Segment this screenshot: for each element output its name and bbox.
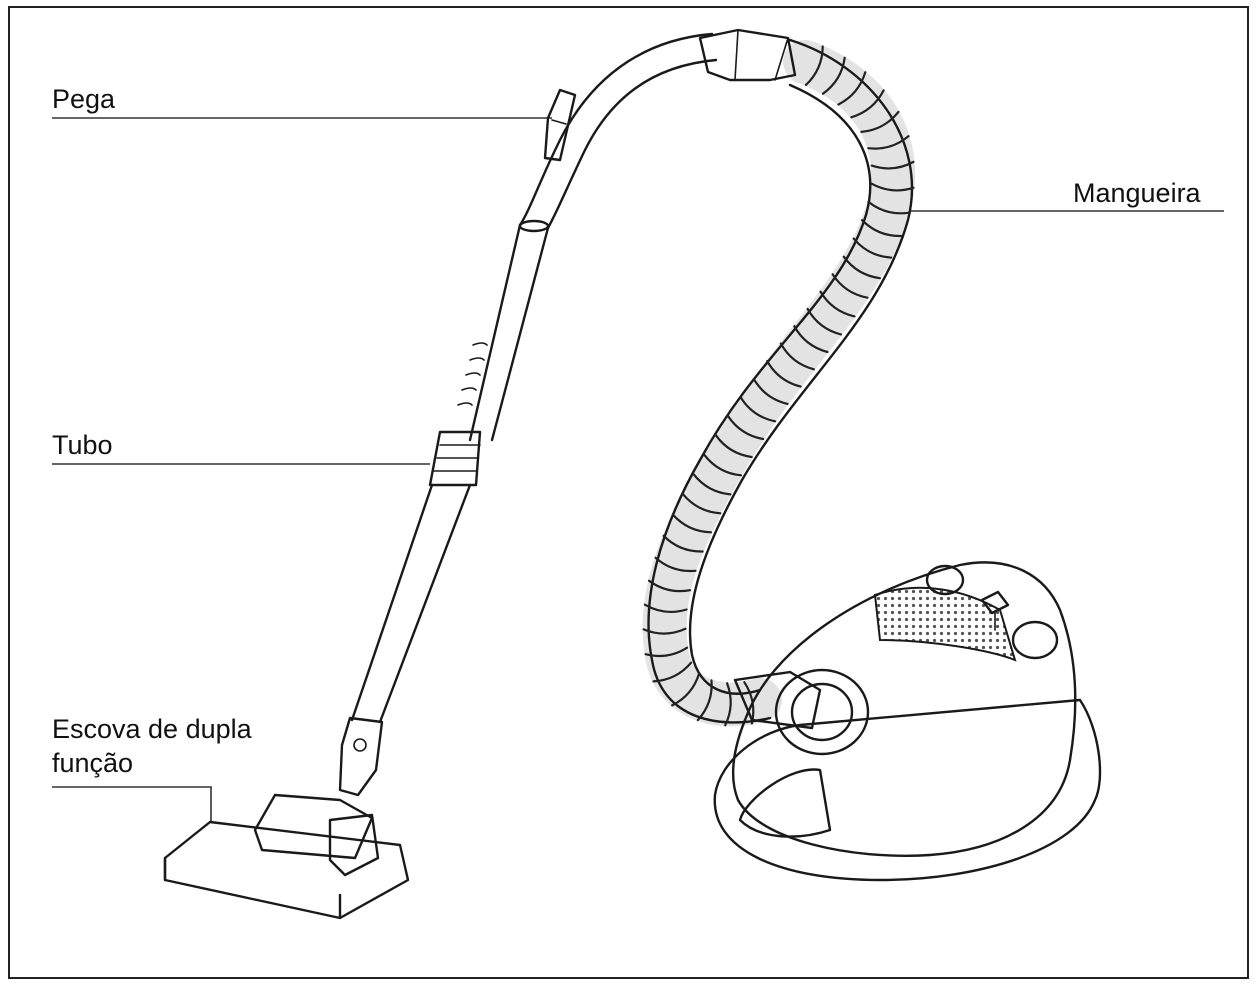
hose-rib xyxy=(652,661,693,683)
hose-rib xyxy=(671,513,713,534)
hose-rib xyxy=(819,290,856,318)
hose-rib xyxy=(662,534,704,553)
label-brush-line1: Escova de dupla xyxy=(52,714,252,744)
hose-rib xyxy=(842,255,881,280)
hose-rib xyxy=(643,603,688,614)
hose-rib xyxy=(681,493,722,515)
hose-rib xyxy=(654,556,697,573)
hose-rib xyxy=(867,135,910,150)
hose-rib xyxy=(726,414,765,441)
label-leaders xyxy=(52,117,1224,822)
hose-rib xyxy=(648,579,692,593)
wand-drawing xyxy=(338,28,797,797)
label-handle: Pega xyxy=(52,84,116,114)
hose-rib xyxy=(867,200,911,215)
hose-rib xyxy=(831,273,869,299)
hose-rib xyxy=(766,360,802,388)
hose-rib xyxy=(779,342,815,371)
hose-rib xyxy=(821,56,846,95)
floor-brush-drawing xyxy=(163,793,410,920)
hose-rib xyxy=(692,473,732,496)
hose-rib xyxy=(850,89,885,119)
hose-rib xyxy=(752,377,789,405)
hose-rib xyxy=(804,45,824,87)
label-hose: Mangueira xyxy=(1073,178,1201,208)
hose-rib xyxy=(644,646,689,658)
label-tube: Tubo xyxy=(52,430,113,460)
hose-rib xyxy=(714,434,753,459)
hose-rib xyxy=(739,396,777,423)
hose-rib xyxy=(696,679,713,722)
brush-leader xyxy=(52,786,212,822)
hose-rib xyxy=(861,219,903,238)
diagram-frame xyxy=(8,6,1249,979)
hose-rib xyxy=(806,307,843,336)
canister-body-drawing xyxy=(713,561,1102,882)
hose-rib xyxy=(793,325,829,354)
hose-rib xyxy=(671,672,701,707)
hose-rib xyxy=(870,160,915,170)
hose-rib xyxy=(870,182,915,192)
hose-drawing xyxy=(642,38,916,727)
label-brush-line2: função xyxy=(52,748,134,778)
hose-rib xyxy=(724,682,732,727)
hose-rib xyxy=(837,71,867,106)
hose-rib xyxy=(642,627,687,635)
hose-rib xyxy=(703,453,743,477)
hose-rib xyxy=(860,110,900,133)
hose-rib xyxy=(852,237,893,259)
